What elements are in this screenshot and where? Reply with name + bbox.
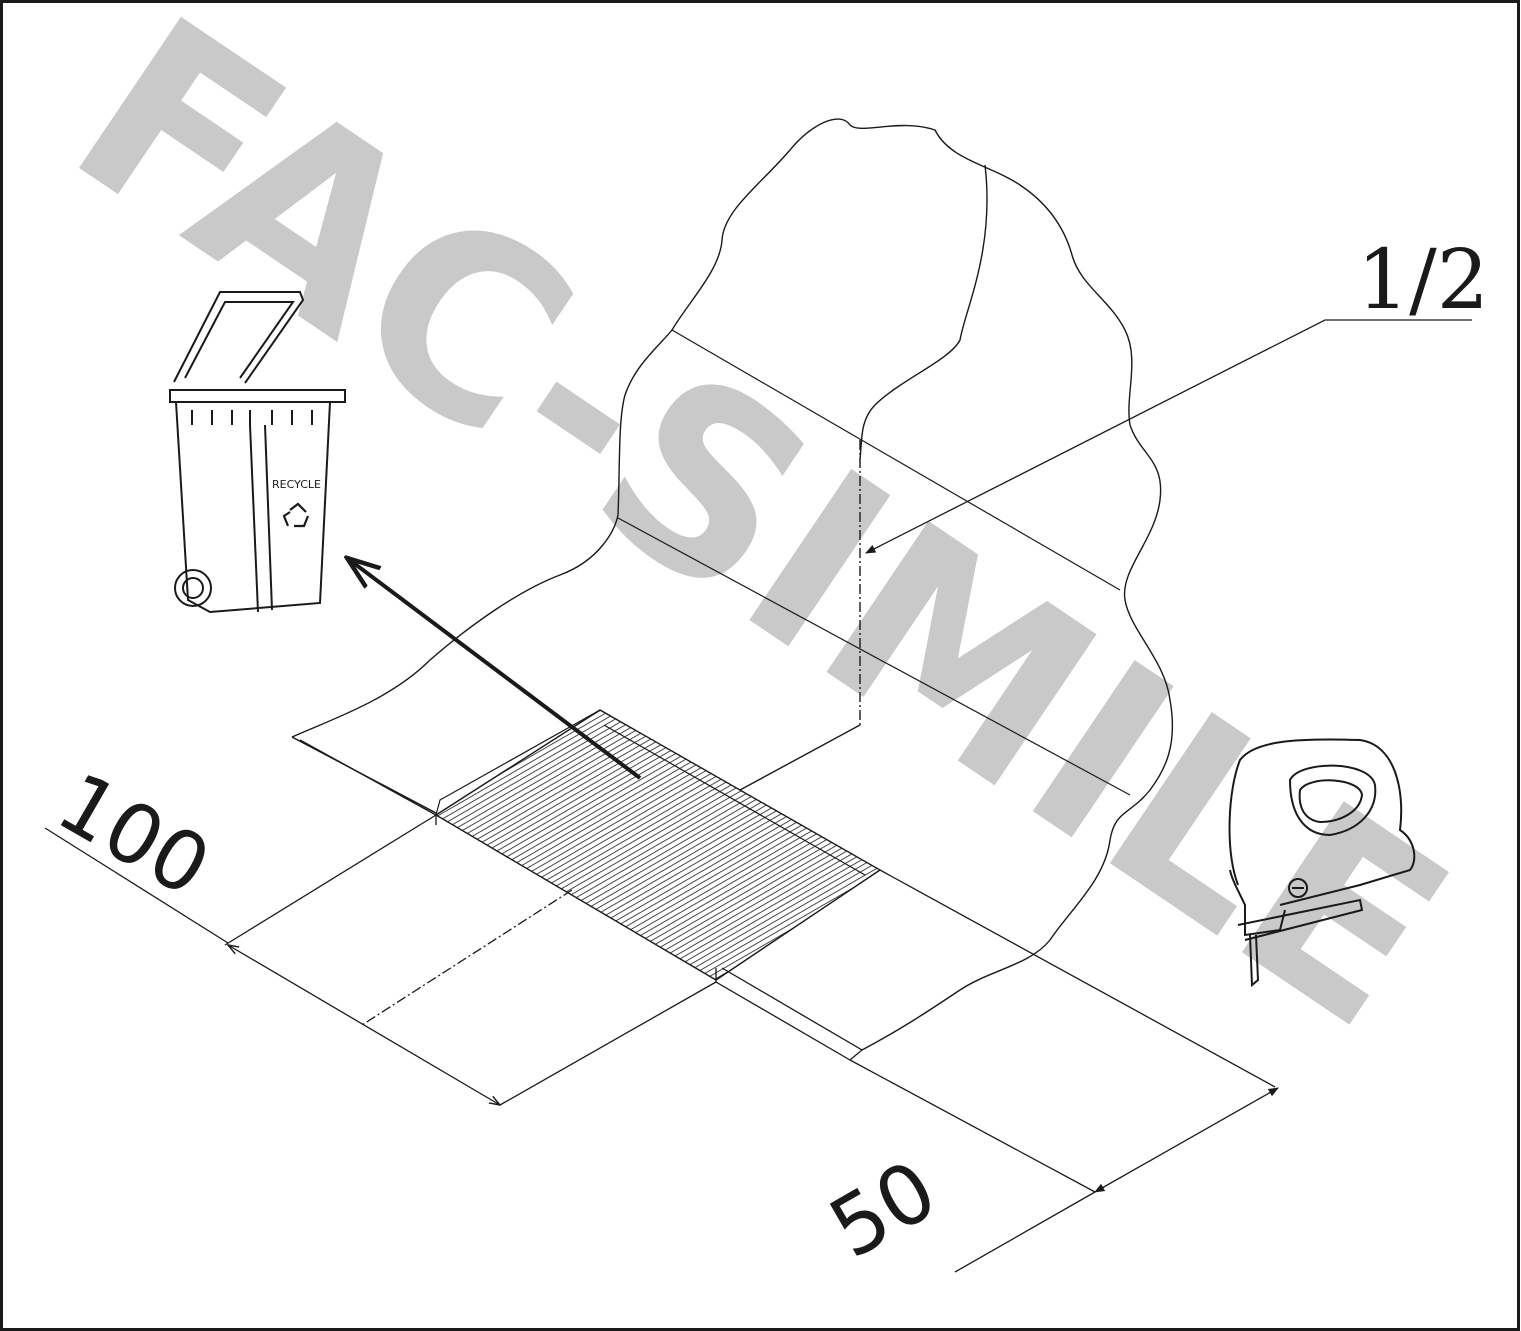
disposal-arrow xyxy=(347,558,642,780)
dimension-width-label: 100 xyxy=(42,755,225,916)
dimension-lines xyxy=(44,827,1279,1273)
svg-text:RECYCLE: RECYCLE xyxy=(272,478,321,491)
fraction-callout: 1/2 xyxy=(865,233,1489,554)
recycle-bin-icon: RECYCLE xyxy=(169,291,346,614)
wall-outline xyxy=(291,118,1174,1051)
svg-text:1/2: 1/2 xyxy=(1357,233,1489,328)
recycle-symbol-icon xyxy=(282,502,310,528)
jigsaw-icon xyxy=(1228,738,1416,988)
dimension-depth-label: 50 xyxy=(815,1143,953,1277)
